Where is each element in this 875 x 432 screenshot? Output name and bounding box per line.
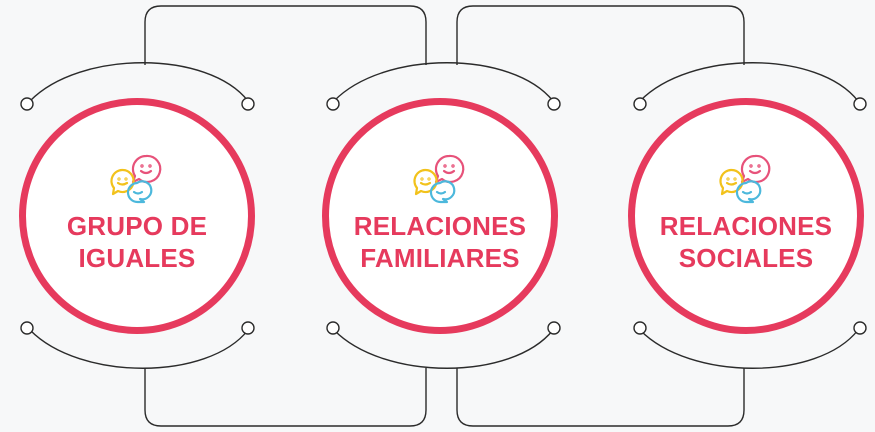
arc-end-dot — [547, 321, 561, 335]
node-label: GRUPO DE IGUALES — [66, 211, 208, 273]
arc-end-dot — [853, 97, 867, 111]
chat-bubbles-smiley-icon — [719, 154, 771, 204]
node-grupo-de-iguales: GRUPO DE IGUALES — [19, 98, 255, 334]
arc-end-dot — [326, 97, 340, 111]
outer-arc-bottom-3 — [639, 329, 859, 369]
arc-end-dot — [547, 97, 561, 111]
top-bridge-2-3 — [456, 5, 745, 65]
node-label: RELACIONES SOCIALES — [659, 211, 833, 273]
arc-end-dot — [633, 97, 647, 111]
bottom-bridge-2-3 — [456, 368, 745, 427]
arc-end-dot — [633, 321, 647, 335]
arc-end-dot — [326, 321, 340, 335]
outer-arc-bottom-2 — [333, 329, 554, 369]
outer-arc-bottom-1 — [29, 329, 249, 369]
top-bridge-1-2 — [144, 5, 427, 65]
outer-arc-top-2 — [333, 62, 554, 102]
node-relaciones-familiares: RELACIONES FAMILIARES — [322, 98, 558, 334]
node-label: RELACIONES FAMILIARES — [353, 211, 527, 273]
chat-bubbles-smiley-icon — [110, 154, 162, 204]
arc-end-dot — [20, 97, 34, 111]
outer-arc-top-1 — [29, 62, 249, 102]
chat-bubbles-smiley-icon — [413, 154, 465, 204]
arc-end-dot — [241, 321, 255, 335]
arc-end-dot — [20, 321, 34, 335]
outer-arc-top-3 — [639, 62, 859, 102]
bottom-bridge-1-2 — [144, 368, 427, 427]
arc-end-dot — [853, 321, 867, 335]
node-relaciones-sociales: RELACIONES SOCIALES — [628, 98, 864, 334]
arc-end-dot — [241, 97, 255, 111]
